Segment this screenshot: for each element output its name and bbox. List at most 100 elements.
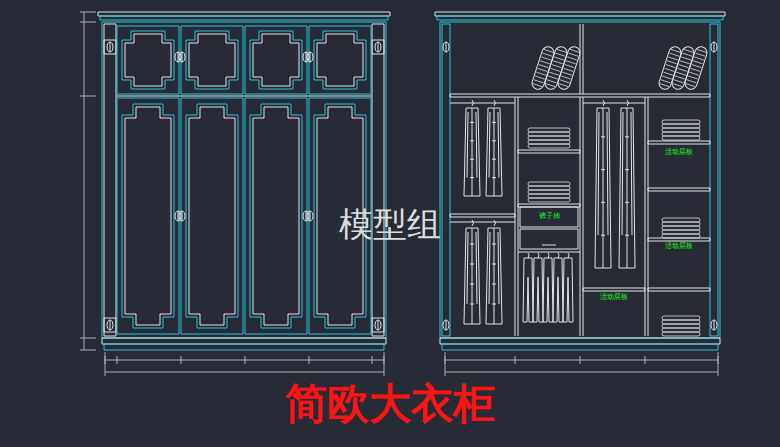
ornament (182, 211, 183, 221)
plinth (102, 338, 386, 344)
folded-clothes (528, 136, 570, 140)
dimension-line (445, 360, 718, 361)
crown-molding (435, 12, 725, 16)
button (492, 244, 496, 245)
folded-clothes (528, 194, 570, 198)
folded-clothes (662, 222, 700, 226)
ornament (714, 42, 715, 52)
sweater-stripe (570, 49, 580, 52)
sweater-stripe (673, 84, 683, 87)
crown-molding (98, 12, 390, 16)
sweater-stripe (554, 57, 564, 60)
shirt (619, 108, 635, 268)
shirt (464, 108, 480, 196)
sweater-stripe (552, 65, 562, 68)
ornament (443, 42, 449, 52)
door (117, 98, 179, 334)
shirt-seam (494, 228, 495, 324)
pants (523, 258, 533, 322)
dimension-tick (80, 12, 96, 13)
button (601, 235, 605, 236)
button (470, 177, 474, 178)
side-panel (710, 24, 718, 336)
button (492, 159, 496, 160)
sweater-stripe (662, 76, 672, 79)
part-label: 活动层板 (664, 149, 694, 157)
ornament (307, 211, 313, 221)
folded-clothes (662, 332, 700, 336)
divider (580, 97, 581, 336)
shelf (648, 288, 710, 291)
divider (580, 24, 581, 94)
door-panel (189, 34, 235, 86)
door-panel (189, 107, 235, 325)
dimension-tick (245, 356, 246, 364)
pilaster-base (372, 318, 384, 332)
folded-clothes (662, 328, 700, 332)
rolled-sweater (543, 45, 568, 91)
sweater-outline (530, 45, 555, 91)
folded-clothes (662, 234, 700, 238)
dimension-tick (645, 356, 646, 364)
sweater-stripe (686, 84, 696, 87)
sweater-stripe (546, 84, 556, 87)
sweater-stripe (544, 49, 554, 52)
sweater-stripe (548, 76, 558, 79)
hanging-rail (518, 252, 580, 253)
sweater-stripe (684, 49, 694, 52)
sweater-stripe (665, 68, 675, 71)
shelf (583, 288, 645, 291)
sweater-stripe (667, 61, 677, 64)
sweater-stripe (696, 53, 706, 56)
sweater-stripe (539, 65, 549, 68)
sweater-stripe (694, 57, 704, 60)
ornament (446, 42, 447, 52)
sweater-stripe (566, 61, 576, 64)
divider (648, 97, 649, 336)
sweater-outline (556, 45, 581, 91)
ornament (182, 52, 183, 62)
ornament (310, 211, 311, 221)
ornament (107, 320, 113, 330)
sweater-stripe (538, 68, 548, 71)
sweater-stripe (543, 53, 553, 56)
dimension-tick (181, 356, 182, 364)
sweater-stripe (680, 61, 690, 64)
dimension-tick (445, 352, 446, 376)
sweater-stripe (691, 68, 701, 71)
folded-clothes (528, 132, 570, 136)
shelf (450, 214, 515, 217)
folded-clothes (662, 132, 700, 136)
plinth (442, 344, 718, 350)
ornament (711, 42, 717, 52)
ornament (178, 52, 179, 62)
button (625, 235, 629, 236)
sweater-stripe (561, 76, 571, 79)
dimension-line (84, 12, 85, 350)
sweater-stripe (668, 57, 678, 60)
door-panel (253, 107, 299, 325)
sweater-stripe (681, 57, 691, 60)
button (601, 136, 605, 137)
dimension-tick (105, 352, 106, 376)
folded-clothes (662, 120, 700, 124)
side-panel (442, 24, 450, 336)
hanger (472, 100, 474, 106)
door-top (245, 26, 307, 94)
sweater-stripe (535, 76, 545, 79)
shirt-seam (627, 108, 628, 268)
sweater-stripe (674, 80, 684, 83)
cabinet-body (440, 22, 720, 338)
shelf (648, 238, 710, 241)
divider (583, 24, 584, 94)
hanging-rail (450, 103, 515, 104)
folded-clothes (662, 230, 700, 234)
pants (553, 258, 563, 322)
door-panel (314, 31, 366, 89)
shirt-sleeve (476, 232, 477, 304)
button (470, 122, 474, 123)
button (470, 264, 474, 265)
divider (518, 97, 519, 336)
